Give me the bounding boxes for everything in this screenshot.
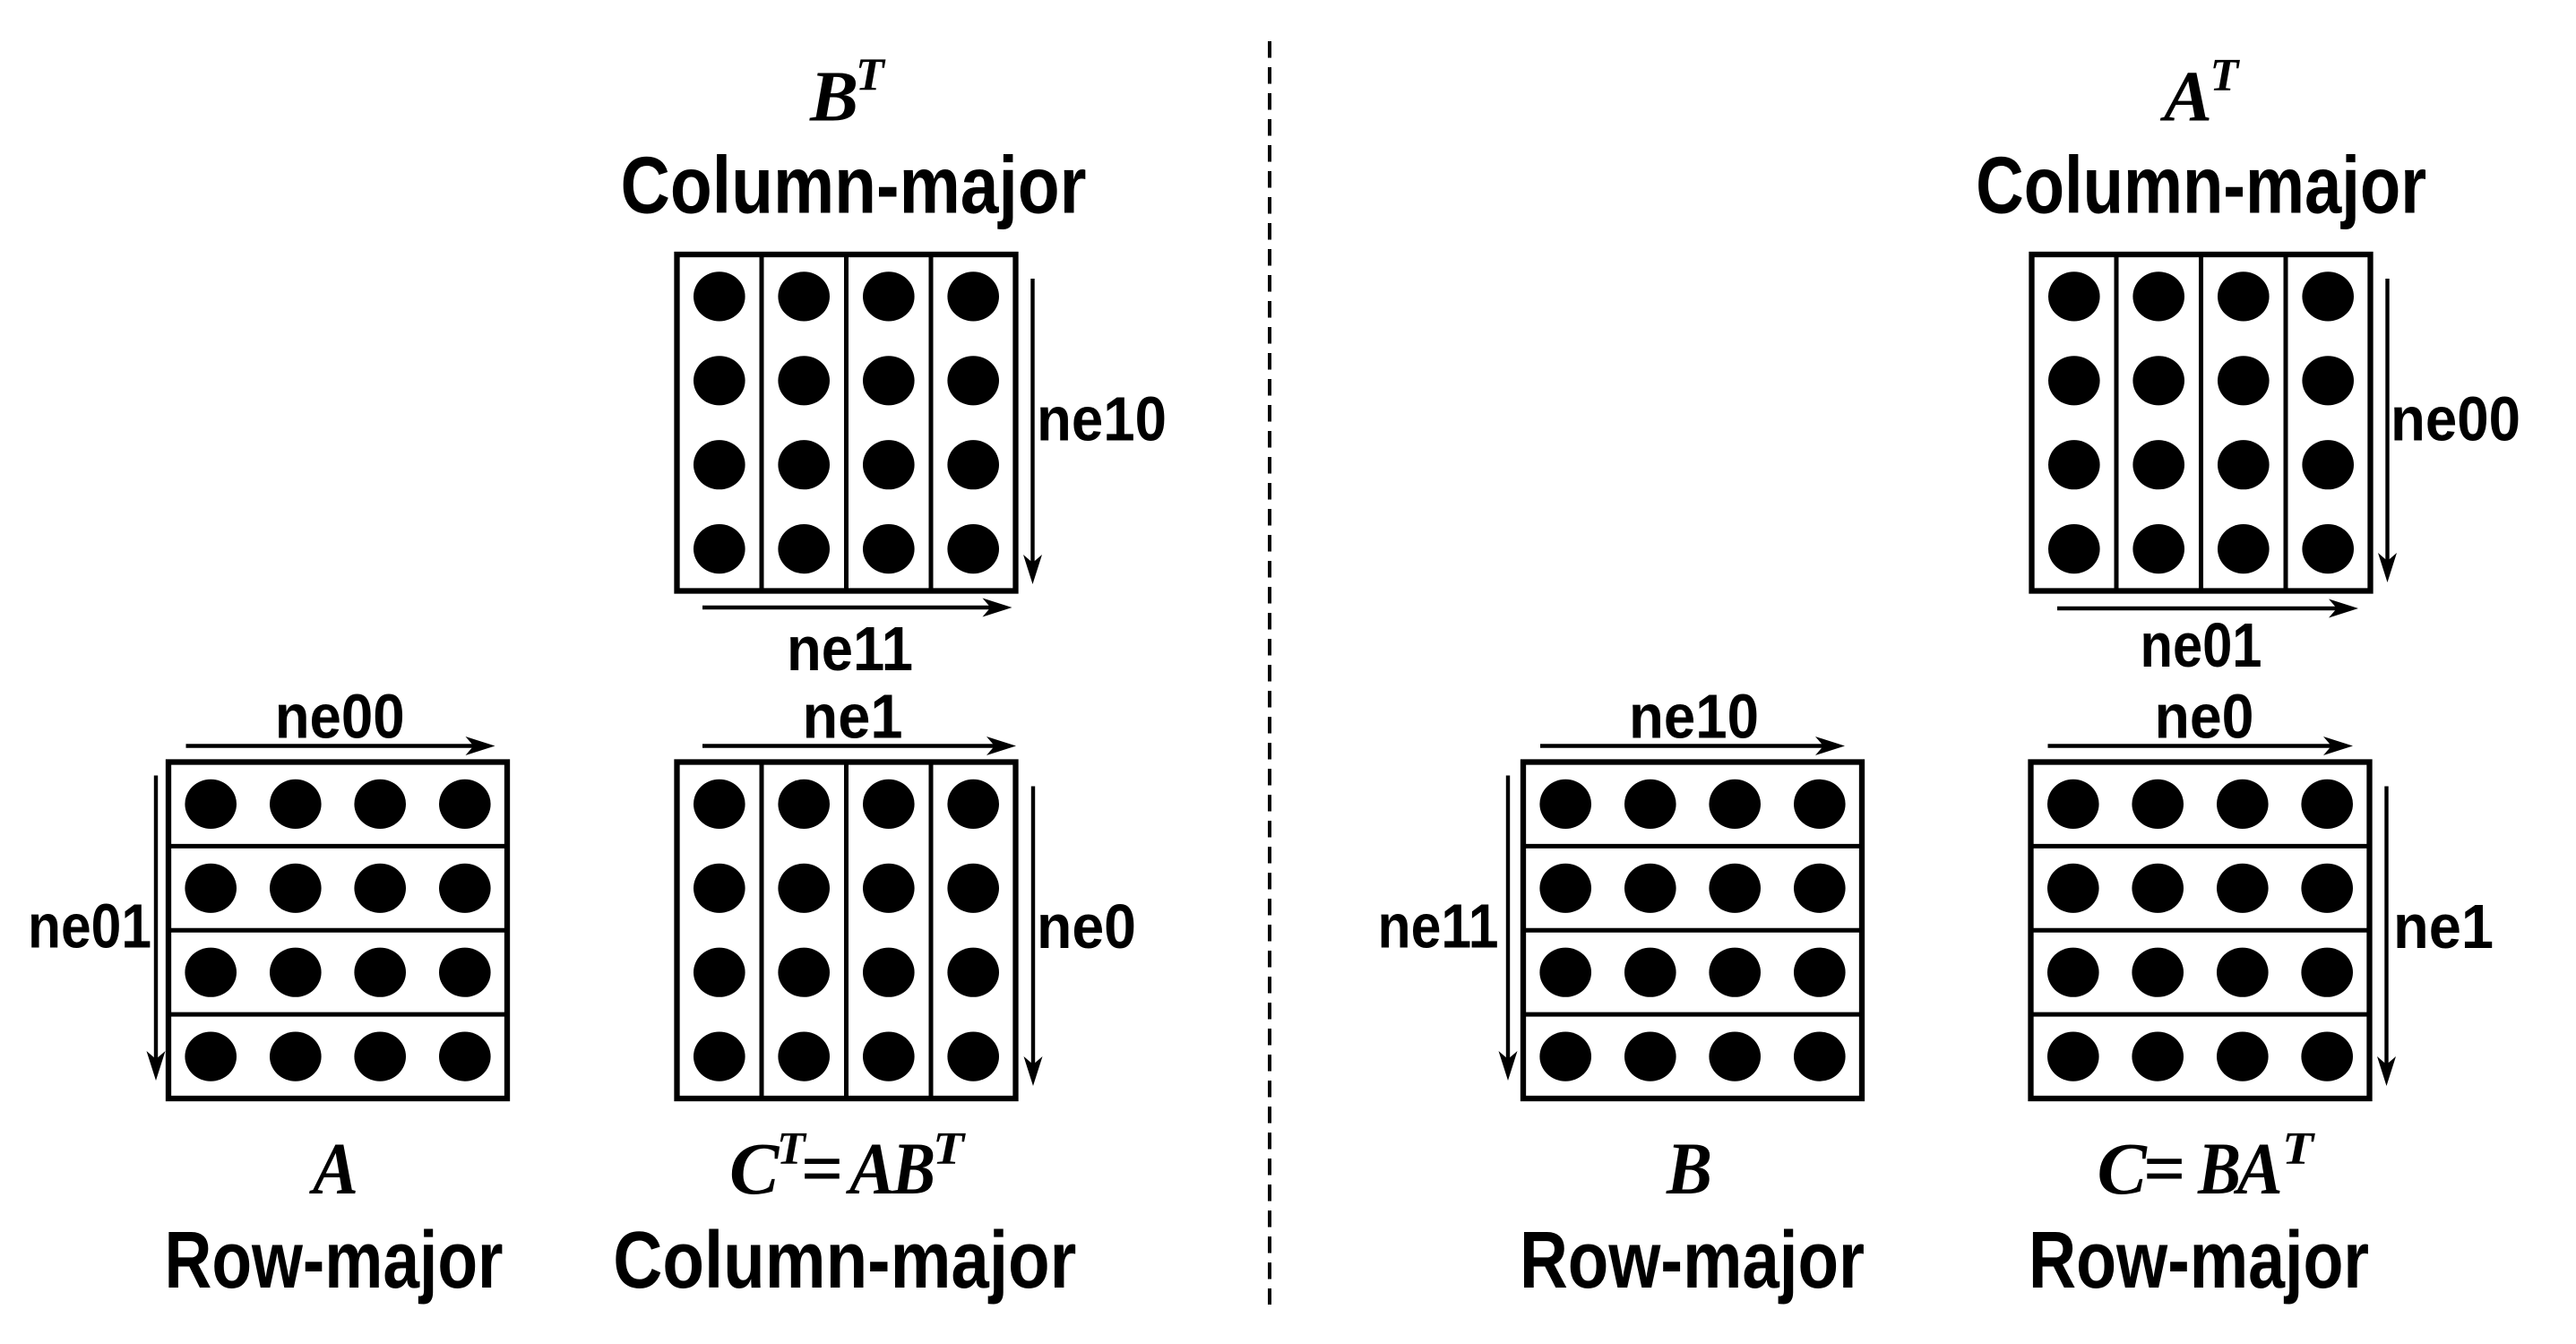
- svg-text:T: T: [2282, 1124, 2315, 1175]
- svg-text:ne11: ne11: [1378, 891, 1499, 961]
- svg-text:Row-major: Row-major: [165, 1216, 504, 1305]
- svg-text:ne1: ne1: [2393, 892, 2494, 961]
- svg-text:ne1: ne1: [803, 682, 903, 752]
- svg-text:ne10: ne10: [1037, 384, 1167, 454]
- svg-text:C: C: [729, 1127, 780, 1210]
- svg-text:=: =: [800, 1127, 842, 1210]
- svg-text:T: T: [2210, 50, 2241, 101]
- svg-text:ne01: ne01: [28, 891, 151, 961]
- svg-text:A: A: [2233, 1127, 2283, 1210]
- svg-text:Row-major: Row-major: [1520, 1216, 1865, 1305]
- svg-text:Row-major: Row-major: [2029, 1216, 2369, 1305]
- svg-text:Column-major: Column-major: [613, 1216, 1076, 1305]
- svg-text:Column-major: Column-major: [621, 142, 1087, 231]
- svg-text:B: B: [1666, 1127, 1712, 1210]
- svg-text:ne0: ne0: [1037, 892, 1136, 961]
- svg-text:B: B: [809, 56, 858, 137]
- svg-text:ne00: ne00: [2391, 384, 2520, 454]
- svg-text:ne01: ne01: [2141, 610, 2262, 680]
- svg-text:T: T: [777, 1124, 807, 1175]
- svg-text:C: C: [2098, 1127, 2149, 1210]
- svg-text:T: T: [933, 1124, 966, 1175]
- svg-text:B: B: [892, 1127, 935, 1210]
- svg-text:T: T: [856, 50, 886, 101]
- svg-text:ne00: ne00: [275, 682, 405, 752]
- svg-text:ne10: ne10: [1629, 682, 1759, 752]
- svg-text:=: =: [2143, 1127, 2185, 1210]
- svg-text:Column-major: Column-major: [1976, 142, 2426, 231]
- svg-text:A: A: [2159, 56, 2212, 137]
- svg-text:A: A: [845, 1127, 895, 1210]
- svg-text:A: A: [308, 1127, 358, 1210]
- svg-text:ne0: ne0: [2155, 682, 2254, 752]
- svg-text:ne11: ne11: [787, 614, 913, 684]
- svg-text:B: B: [2197, 1127, 2241, 1210]
